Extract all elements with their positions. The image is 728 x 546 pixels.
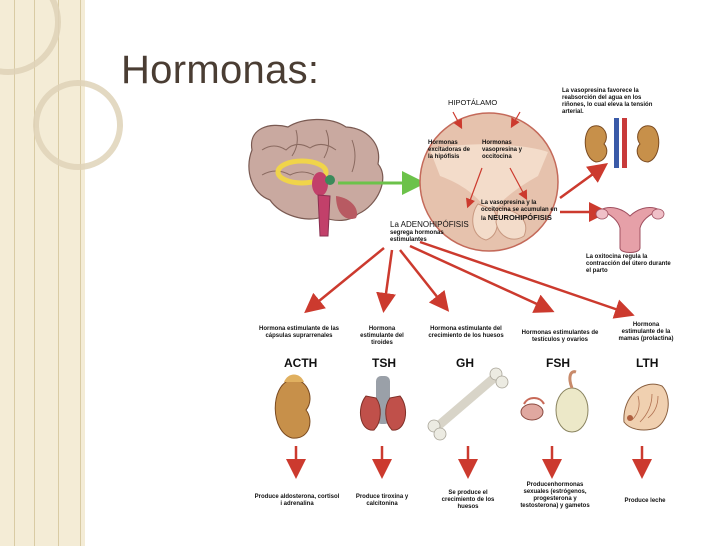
lth-code: LTH: [636, 356, 658, 370]
adenohypophysis-title: La ADENOHIPÓFISIS: [390, 220, 469, 229]
lth-effect: Produce leche: [620, 498, 670, 505]
gh-effect: Se produce el crecimiento de los huesos: [436, 490, 500, 511]
oxytocin-effect-label: La oxitocina regula la contracción del ú…: [586, 254, 674, 275]
bone-illustration: [428, 368, 508, 440]
arrows-to-glands: [308, 242, 630, 314]
gh-description: Hormona estimulante del crecimiento de l…: [424, 326, 508, 340]
acth-code: ACTH: [284, 356, 317, 370]
fsh-effect: Producenhormonas sexuales (estrógenos, p…: [514, 482, 596, 510]
vasopressin-stored-label: La vasopresina y la occitocina se acumul…: [481, 200, 563, 223]
neuro-hormones-label: Hormonas vasopresina y occitocina: [482, 140, 534, 161]
brain-illustration: [249, 119, 383, 236]
fsh-code: FSH: [546, 356, 570, 370]
adrenal-gland-illustration: [275, 375, 310, 439]
lth-description: Hormona estimulante de la mamas (prolact…: [618, 322, 674, 343]
arrow-to-kidney: [560, 166, 604, 198]
tsh-effect: Produce tiroxina y calcitonina: [350, 494, 414, 508]
arrows-to-effects: [296, 446, 642, 474]
uterus-illustration: [596, 208, 664, 253]
thyroid-illustration: [360, 376, 405, 430]
tsh-description: Hormona estimulante del tiroides: [352, 326, 412, 347]
acth-effect: Produce aldosterona, cortisol i adrenali…: [254, 494, 340, 508]
vasopressin-effect-label: La vasopresina favorece la reabsorción d…: [562, 88, 666, 116]
adenohypophysis-subtitle: segrega hormonas estimulantes: [390, 230, 454, 244]
acth-description: Hormona estimulante de las cápsulas supr…: [258, 326, 340, 340]
gonads-illustration: [521, 372, 588, 432]
tsh-code: TSH: [372, 356, 396, 370]
hypothalamus-label: HIPOTÁLAMO: [448, 98, 497, 107]
kidney-illustration: [585, 118, 659, 168]
decorative-rings: [0, 0, 120, 167]
releasing-hormones-label: Hormonas excitadoras de la hipófisis: [428, 140, 476, 161]
gh-code: GH: [456, 356, 474, 370]
slide-title: Hormonas:: [121, 48, 319, 93]
fsh-description: Hormonas estimulantes de testículos y ov…: [514, 330, 606, 344]
mammary-gland-illustration: [624, 384, 668, 430]
